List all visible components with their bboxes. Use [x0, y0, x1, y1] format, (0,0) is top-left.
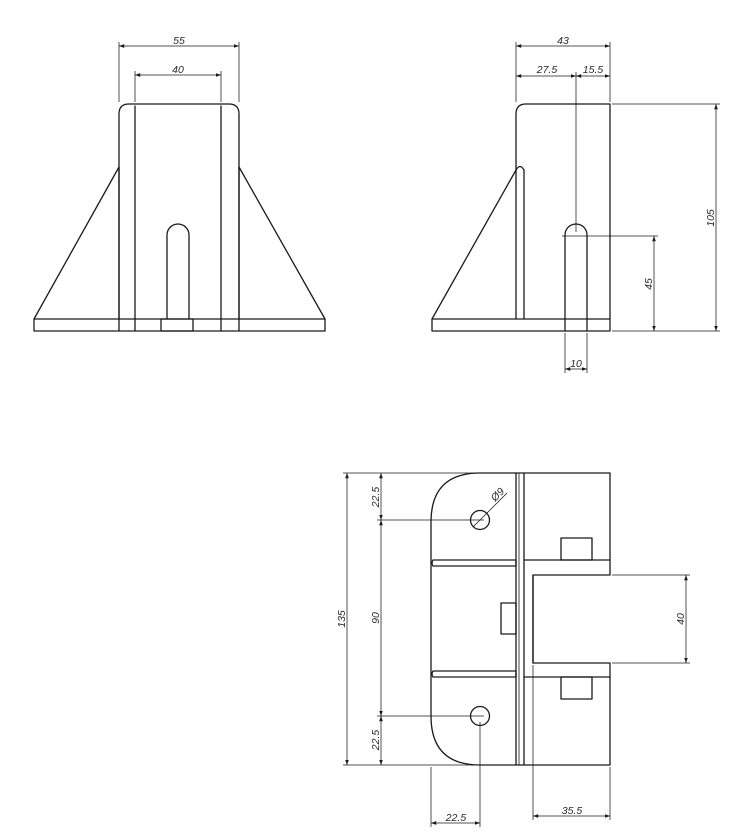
dim-label-depth-to-slot: 27.5 [536, 64, 558, 76]
dim-label-slot-width: 10 [570, 358, 582, 370]
side-base-plate [431, 318, 611, 332]
top-gusset-upper [431, 559, 517, 567]
top-gusset-lower [431, 670, 517, 678]
dim-label-inner-width: 40 [172, 64, 184, 76]
dim-label-slot-height: 45 [643, 278, 655, 290]
side-body-outline [515, 103, 611, 320]
top-base-outline [430, 472, 611, 766]
front-slot [166, 223, 190, 320]
front-right-gusset [238, 166, 326, 320]
top-view: Ø9 135 22.5 90 22.5 40 22.5 35.5 [336, 472, 690, 827]
top-block-upper [560, 537, 593, 561]
dim-leader-hole [472, 492, 508, 528]
dim-label-bracket-depth: 35.5 [562, 805, 583, 817]
top-block-lower [560, 676, 593, 700]
dim-label-hole-offset-bottom: 22.5 [370, 730, 382, 752]
dim-label-hole-from-left: 22.5 [445, 812, 467, 824]
side-slot [564, 223, 588, 332]
front-view: 55 40 [33, 35, 326, 332]
dim-label-overall-length: 135 [336, 610, 348, 628]
front-outer-body [118, 103, 240, 332]
side-view: 43 27.5 15.5 105 45 10 [431, 35, 720, 373]
dim-label-hole-diameter: Ø9 [488, 486, 507, 505]
dim-label-hole-spacing: 90 [370, 612, 382, 624]
front-slot-block [160, 318, 194, 332]
dim-label-hole-offset-top: 22.5 [370, 487, 382, 509]
dim-label-slot-to-back: 15.5 [583, 64, 604, 76]
dim-label-overall-depth: 43 [557, 35, 569, 47]
top-block-middle [500, 602, 517, 635]
front-left-gusset [33, 166, 120, 320]
dim-label-height: 105 [705, 209, 717, 227]
dim-label-overall-width: 55 [173, 35, 185, 47]
side-gusset [431, 165, 525, 320]
front-base-plate [33, 318, 326, 332]
dim-label-bracket-width: 40 [675, 613, 687, 625]
